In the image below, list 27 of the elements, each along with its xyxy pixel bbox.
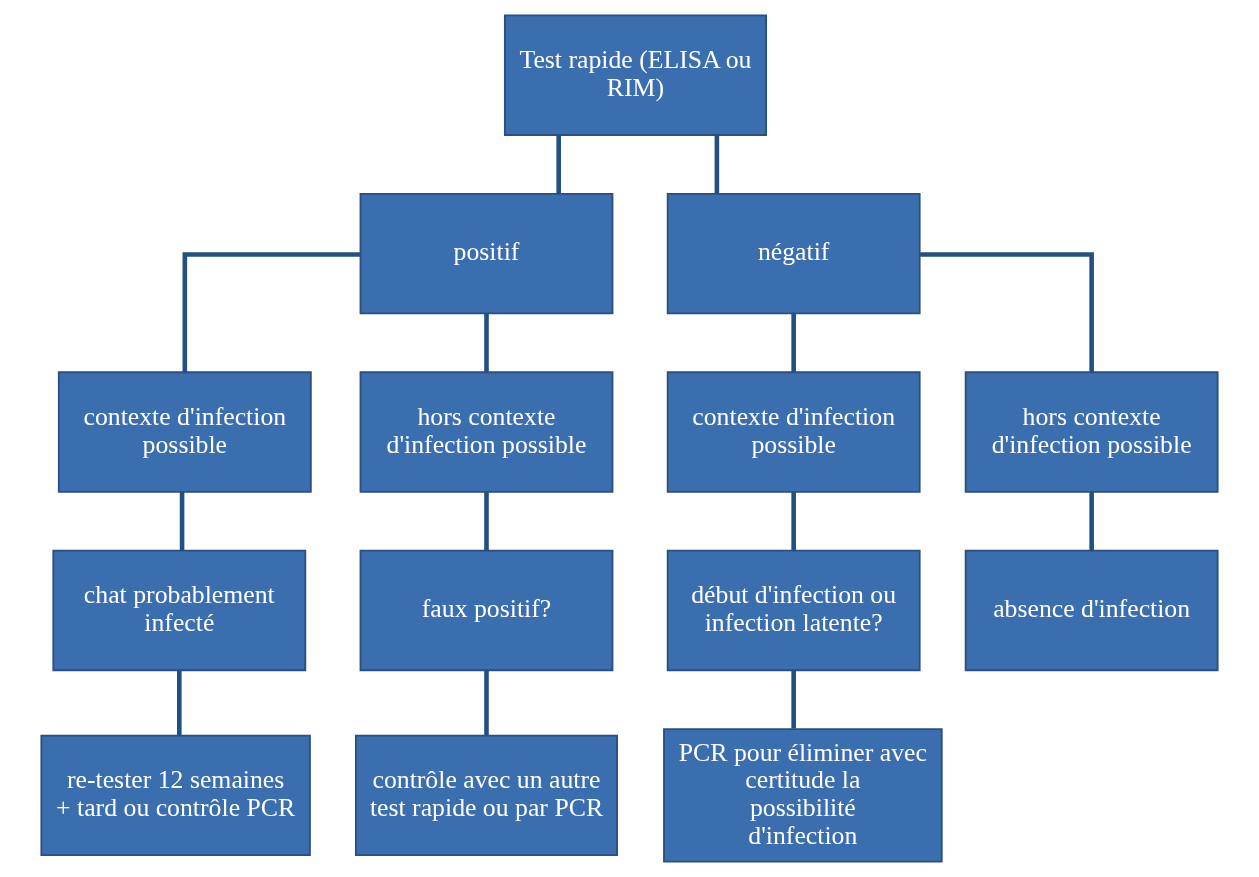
node-box: positif <box>359 192 614 315</box>
node-box: contrôle avec un autre test rapide ou par PCR <box>354 734 618 857</box>
connector <box>179 491 185 551</box>
node-box: contexte d'infection possible <box>57 371 312 493</box>
node-box: début d'infection ou infection latente? <box>666 549 921 672</box>
connector <box>484 491 489 551</box>
connector <box>177 670 182 735</box>
connector <box>182 252 361 372</box>
connector <box>1089 491 1094 551</box>
node-box: chat probablement infecté <box>52 549 307 672</box>
connector <box>484 670 489 735</box>
connector <box>791 313 796 372</box>
connector <box>556 135 561 194</box>
node-box: re-tester 12 semaines + tard ou contrôle PCR <box>40 734 311 857</box>
node-box: Test rapide (ELISA ou RIM) <box>503 14 767 136</box>
connector <box>714 135 720 194</box>
connector <box>920 252 1094 372</box>
node-box: hors contexte d'infection possible <box>964 371 1219 493</box>
connector <box>791 670 796 729</box>
node-box: faux positif? <box>359 549 614 672</box>
node-box: contexte d'infection possible <box>666 371 921 493</box>
connector <box>791 491 796 551</box>
connector <box>484 313 489 372</box>
node-box: hors contexte d'infection possible <box>359 371 614 493</box>
node-box: absence d'infection <box>964 549 1219 672</box>
node-box: PCR pour éliminer avec certitude la possibilité d'infection <box>663 728 943 863</box>
node-box: négatif <box>666 192 921 315</box>
